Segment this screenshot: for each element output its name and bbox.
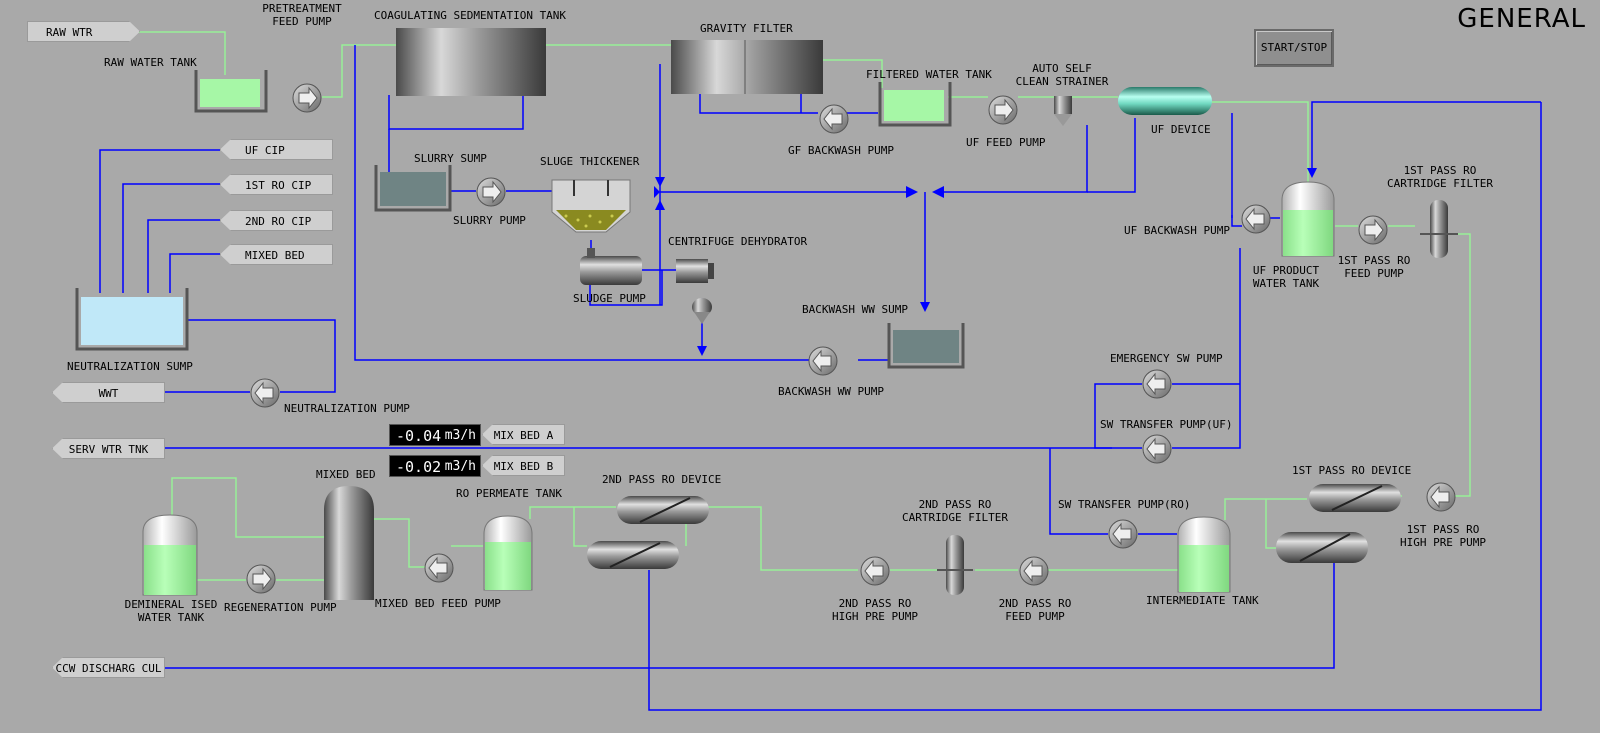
sw-transfer-pump-uf xyxy=(1142,434,1172,464)
ro-permeate-tank xyxy=(483,515,533,591)
uf-feed-pump xyxy=(988,95,1018,125)
ro1-device xyxy=(1276,484,1401,563)
ro2-cartridge-filter xyxy=(937,535,973,595)
sw-transfer-pump-ro xyxy=(1108,519,1138,549)
tag-uf-cip[interactable]: UF CIP xyxy=(220,139,333,160)
tag-raw-wtr[interactable]: RAW WTR xyxy=(27,21,140,42)
sludge-pump xyxy=(580,248,642,285)
uf-backwash-pump xyxy=(1241,204,1271,234)
label-uf-product-water-tank: UF PRODUCT WATER TANK xyxy=(1252,264,1320,290)
tag-serv-wtr-tnk[interactable]: SERV WTR TNK xyxy=(52,438,165,459)
gravity-filter xyxy=(671,40,823,94)
neutralization-pump xyxy=(250,378,280,408)
tag-mix-bed-a: MIX BED A xyxy=(482,424,565,445)
tag-mix-bed-b: MIX BED B xyxy=(482,455,565,476)
label-ro2-feed-pump: 2ND PASS RO FEED PUMP xyxy=(998,597,1072,623)
slurry-pump xyxy=(476,177,506,207)
uf-product-water-tank xyxy=(1281,181,1335,257)
filtered-water-tank xyxy=(878,82,952,127)
label-slurry-pump: SLURRY PUMP xyxy=(453,214,526,227)
gf-backwash-pump xyxy=(819,104,849,134)
emergency-sw-pump xyxy=(1142,369,1172,399)
label-neutralization-pump: NEUTRALIZATION PUMP xyxy=(284,402,410,415)
label-ro1-feed-pump: 1ST PASS RO FEED PUMP xyxy=(1337,254,1411,280)
flow-value-mix-bed-a: -0.04 xyxy=(396,427,442,445)
label-ro-permeate-tank: RO PERMEATE TANK xyxy=(456,487,562,500)
label-centrifuge-dehydrator: CENTRIFUGE DEHYDRATOR xyxy=(668,235,808,248)
flow-arrows xyxy=(654,168,1317,356)
flow-readout-mix-bed-b: -0.02 m3/h xyxy=(389,455,481,477)
backwash-ww-sump xyxy=(887,323,965,369)
raw-water-tank xyxy=(194,70,268,113)
label-ro1-cartridge-filter: 1ST PASS RO CARTRIDGE FILTER xyxy=(1387,164,1493,190)
sludge-thickener xyxy=(551,179,631,233)
waste-pipes xyxy=(99,45,1542,711)
ro1-high-pre-pump xyxy=(1426,482,1456,512)
label-sluge-thickener: SLUGE THICKENER xyxy=(540,155,640,168)
page-title: GENERAL xyxy=(1457,4,1586,34)
label-mixed-bed-feed-pump: MIXED BED FEED PUMP xyxy=(375,597,501,610)
label-mixed-bed: MIXED BED xyxy=(316,468,376,481)
backwash-ww-pump xyxy=(808,346,838,376)
label-uf-device: UF DEVICE xyxy=(1151,123,1211,136)
slurry-sump xyxy=(374,165,452,212)
label-neutralization-sump: NEUTRALIZATION SUMP xyxy=(67,360,193,373)
label-slurry-sump: SLURRY SUMP xyxy=(414,152,487,165)
ro2-high-pre-pump xyxy=(860,556,890,586)
label-backwash-ww-pump: BACKWASH WW PUMP xyxy=(778,385,884,398)
label-ro1-device: 1ST PASS RO DEVICE xyxy=(1292,464,1412,477)
tag-ccw-discharg[interactable]: CCW DISCHARG CUL xyxy=(52,657,165,678)
label-uf-feed-pump: UF FEED PUMP xyxy=(966,136,1046,149)
pumps xyxy=(246,83,1456,594)
ro2-device xyxy=(587,496,709,569)
label-coagulating-tank: COAGULATING SEDMENTATION TANK xyxy=(374,9,567,22)
tag-2nd-ro-cip[interactable]: 2ND RO CIP xyxy=(220,210,333,231)
tag-wwt[interactable]: WWT xyxy=(52,382,165,403)
auto-self-clean-strainer xyxy=(1054,96,1072,126)
label-sw-transfer-pump-uf: SW TRANSFER PUMP(UF) xyxy=(1100,418,1233,431)
label-uf-backwash-pump: UF BACKWASH PUMP xyxy=(1124,224,1230,237)
start-stop-button[interactable]: START/STOP xyxy=(1254,29,1334,67)
flow-readout-mix-bed-a: -0.04 m3/h xyxy=(389,424,481,446)
label-backwash-ww-sump: BACKWASH WW SUMP xyxy=(802,303,908,316)
mixed-bed-column xyxy=(324,486,374,600)
centrifuge-dehydrator xyxy=(676,259,714,324)
label-filtered-water-tank: FILTERED WATER TANK xyxy=(866,68,992,81)
label-gravity-filter: GRAVITY FILTER xyxy=(700,22,793,35)
label-ro1-high-pre-pump: 1ST PASS RO HIGH PRE PUMP xyxy=(1399,523,1487,549)
flow-value-mix-bed-b: -0.02 xyxy=(396,458,442,476)
label-ro2-high-pre-pump: 2ND PASS RO HIGH PRE PUMP xyxy=(831,597,919,623)
neutralization-sump xyxy=(75,288,189,351)
label-ro2-device: 2ND PASS RO DEVICE xyxy=(602,473,722,486)
label-intermediate-tank: INTERMEDIATE TANK xyxy=(1146,594,1259,607)
mixed-bed-feed-pump xyxy=(424,553,454,583)
ro1-cartridge-filter xyxy=(1420,200,1458,258)
water-pipes xyxy=(137,31,1471,581)
coagulating-sedimentation-tank xyxy=(396,28,546,96)
tag-mixed-bed[interactable]: MIXED BED xyxy=(220,244,333,265)
ro1-feed-pump xyxy=(1358,215,1388,245)
flow-unit-mix-bed-a: m3/h xyxy=(444,428,476,443)
label-gf-backwash-pump: GF BACKWASH PUMP xyxy=(788,144,894,157)
pretreatment-feed-pump xyxy=(292,83,322,113)
intermediate-tank xyxy=(1177,516,1231,593)
demineralised-water-tank xyxy=(142,514,198,596)
label-sludge-pump: SLUDGE PUMP xyxy=(573,292,646,305)
label-regeneration-pump: REGENERATION PUMP xyxy=(224,601,337,614)
label-demineralised-water-tank: DEMINERAL ISED WATER TANK xyxy=(124,598,218,624)
label-emergency-sw-pump: EMERGENCY SW PUMP xyxy=(1110,352,1223,365)
tag-1st-ro-cip[interactable]: 1ST RO CIP xyxy=(220,174,333,195)
label-auto-self-clean-strainer: AUTO SELF CLEAN STRAINER xyxy=(1015,62,1109,88)
ro2-feed-pump xyxy=(1019,556,1049,586)
label-sw-transfer-pump-ro: SW TRANSFER PUMP(RO) xyxy=(1058,498,1191,511)
flow-unit-mix-bed-b: m3/h xyxy=(444,459,476,474)
label-pretreatment-feed-pump: PRETREATMENT FEED PUMP xyxy=(262,2,342,28)
regeneration-pump xyxy=(246,564,276,594)
label-raw-water-tank: RAW WATER TANK xyxy=(104,56,197,69)
uf-device xyxy=(1118,87,1212,115)
label-ro2-cartridge-filter: 2ND PASS RO CARTRIDGE FILTER xyxy=(902,498,1008,524)
